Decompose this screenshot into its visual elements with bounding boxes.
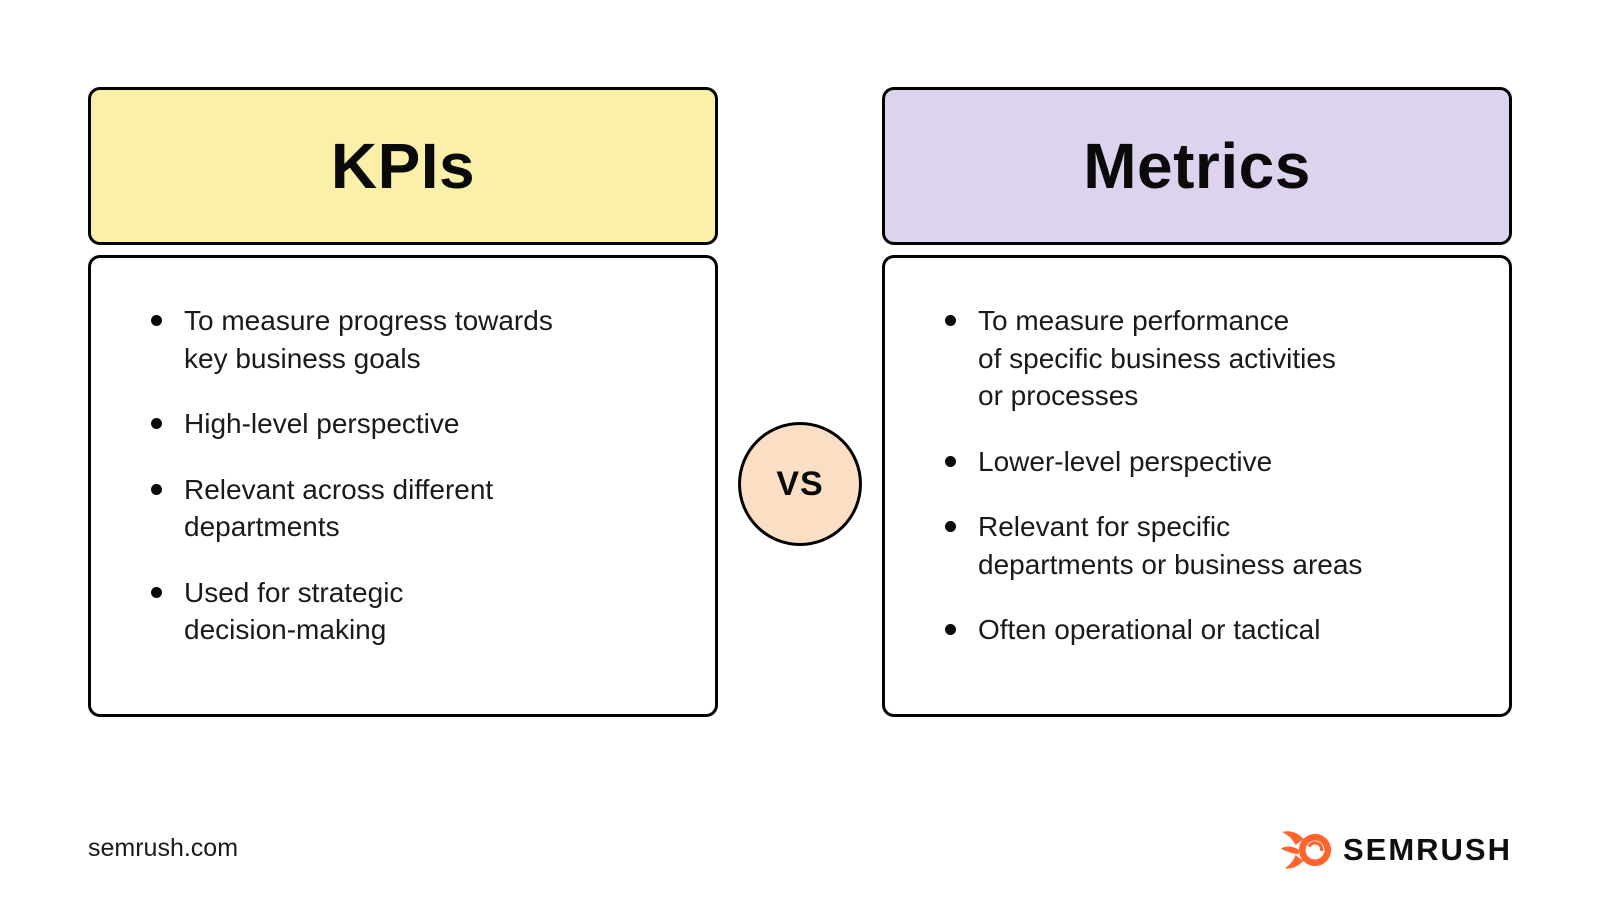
- kpis-column: KPIs To measure progress towards key bus…: [88, 87, 718, 717]
- bullet-icon: [151, 418, 162, 430]
- bullet-icon: [151, 483, 162, 495]
- bullet-text: Relevant for specific departments or bus…: [978, 511, 1363, 580]
- semrush-wordmark: SEMRUSH: [1342, 832, 1512, 867]
- list-item: Relevant across different departments: [151, 471, 685, 546]
- bullet-text: Used for strategic decision-making: [184, 576, 404, 646]
- bullet-icon: [945, 455, 956, 467]
- bullet-icon: [151, 586, 162, 598]
- list-item: Often operational or tactical: [945, 611, 1479, 649]
- list-item: High-level perspective: [151, 405, 685, 443]
- bullet-text: To measure performance of specific busin…: [978, 305, 1336, 412]
- list-item: Relevant for specific departments or bus…: [945, 508, 1479, 583]
- bullet-icon: [151, 315, 162, 326]
- bullet-text: Often operational or tactical: [978, 614, 1321, 646]
- bullet-text: High-level perspective: [184, 408, 460, 440]
- bullet-icon: [945, 521, 956, 533]
- bullet-text: Lower-level perspective: [978, 445, 1273, 477]
- bullet-text: Relevant across different departments: [184, 473, 494, 543]
- semrush-flame-icon: [1280, 831, 1332, 869]
- semrush-logo: SEMRUSH: [1280, 828, 1512, 872]
- bullet-icon: [945, 624, 956, 636]
- kpis-title: KPIs: [330, 130, 476, 202]
- metrics-title: Metrics: [1083, 130, 1311, 202]
- bullet-icon: [945, 315, 956, 326]
- list-item: To measure progress towards key business…: [151, 302, 685, 377]
- kpis-body-box: To measure progress towards key business…: [88, 255, 718, 717]
- bullet-text: To measure progress towards key business…: [184, 305, 553, 374]
- metrics-column: Metrics To measure performance of specif…: [882, 87, 1512, 717]
- metrics-bullet-list: To measure performance of specific busin…: [945, 302, 1479, 649]
- kpis-header-box: KPIs: [88, 87, 718, 245]
- metrics-body-box: To measure performance of specific busin…: [882, 255, 1512, 717]
- metrics-header-box: Metrics: [882, 87, 1512, 245]
- list-item: Lower-level perspective: [945, 443, 1479, 481]
- list-item: Used for strategic decision-making: [151, 574, 685, 649]
- kpis-bullet-list: To measure progress towards key business…: [151, 302, 685, 649]
- vs-badge: VS: [738, 422, 862, 546]
- vs-label: VS: [776, 464, 824, 503]
- website-caption: semrush.com: [88, 834, 239, 862]
- list-item: To measure performance of specific busin…: [945, 302, 1479, 415]
